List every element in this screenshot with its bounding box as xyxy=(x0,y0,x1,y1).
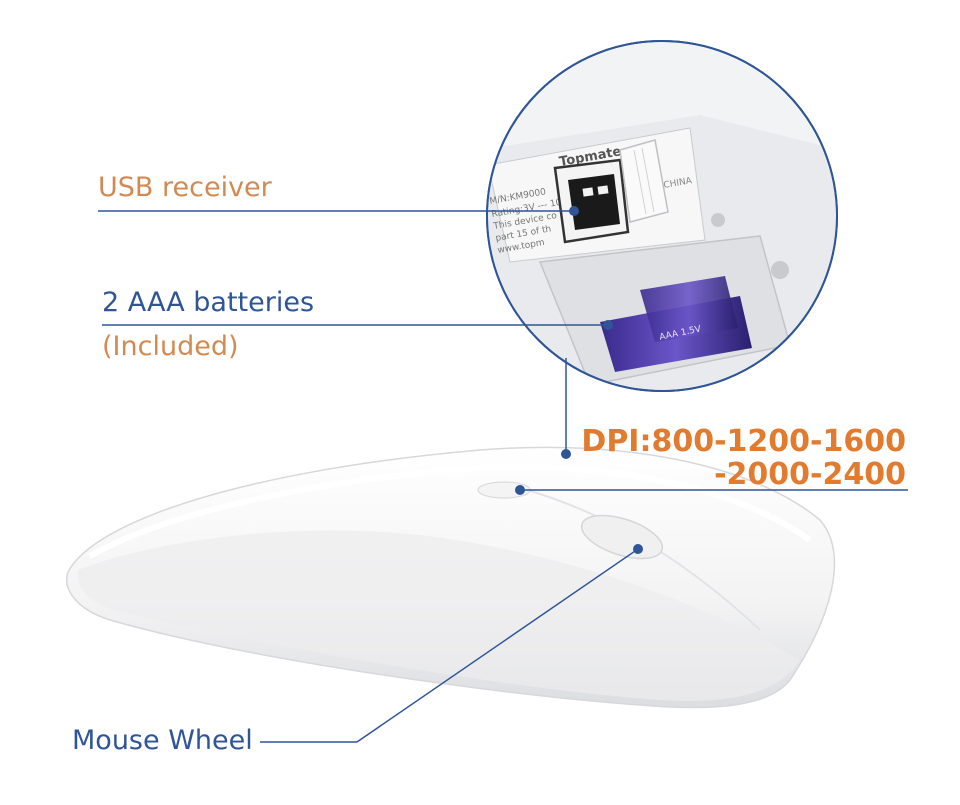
batteries-label: 2 AAA batteries xyxy=(102,287,315,318)
batteries-included-label: (Included) xyxy=(102,331,239,362)
wireless-mouse xyxy=(66,446,836,709)
battery-callout-dot xyxy=(603,320,613,330)
usb-receiver xyxy=(553,139,669,244)
inset-connector-dot xyxy=(561,449,571,459)
dpi-label-line2: -2000-2400 xyxy=(714,457,906,492)
usb-callout-dot xyxy=(569,206,579,216)
detail-inset: Topmate M/N:KM9000 Rating:3V --- 10 This… xyxy=(486,40,838,392)
wheel-callout-line-diagonal xyxy=(356,548,639,743)
usb-receiver-label: USB receiver xyxy=(98,172,272,203)
mouse-wheel-label: Mouse Wheel xyxy=(72,725,253,756)
callout-lines xyxy=(98,206,908,743)
wheel-callout-dot xyxy=(633,544,643,554)
aaa-battery: AAA 1.5V xyxy=(600,276,752,372)
dpi-label-line1: DPI:800-1200-1600 xyxy=(581,424,906,459)
dpi-callout-dot xyxy=(515,485,525,495)
